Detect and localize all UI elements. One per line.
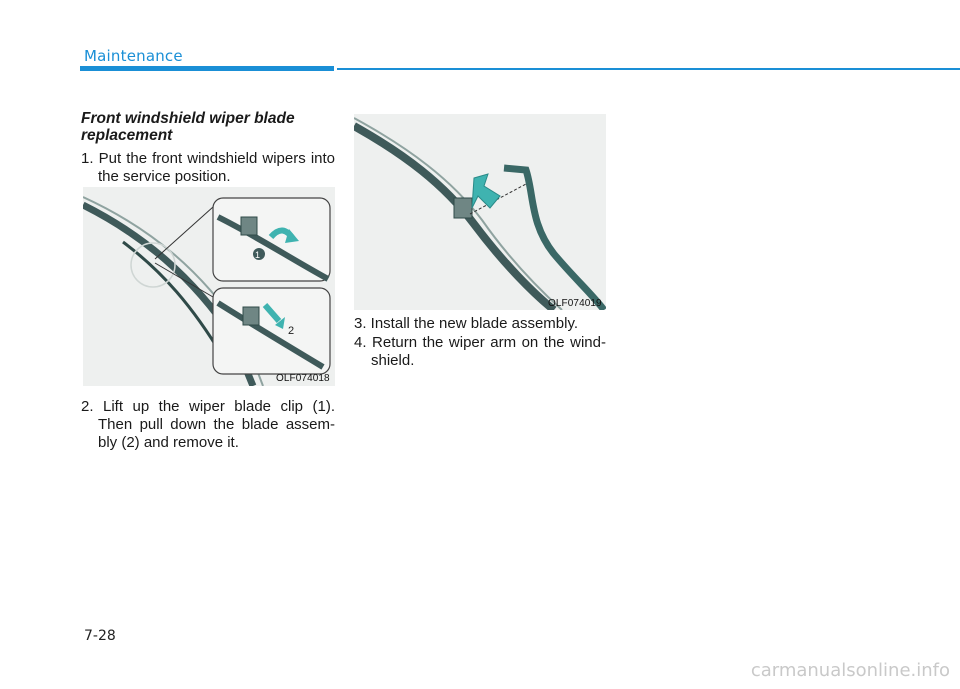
step-3: 3. Install the new blade assembly. bbox=[354, 315, 579, 332]
callout-2: 2 bbox=[288, 325, 294, 337]
blade-install-drawing bbox=[354, 117, 606, 310]
callout-1: 1 bbox=[255, 250, 260, 260]
wiper-clip-drawing: 1 2 bbox=[83, 196, 331, 386]
wiper-clip-illustration: 1 2 OLF074018 bbox=[83, 187, 335, 386]
step-4: 4. Return the wiper arm on the wind- shi… bbox=[354, 334, 606, 369]
step-1: 1. Put the front windshield wipers into … bbox=[81, 150, 335, 185]
step-2: 2. Lift up the wiper blade clip (1). The… bbox=[81, 398, 335, 451]
figure-code-right: OLF074019 bbox=[548, 298, 602, 309]
section-header-label: Maintenance bbox=[84, 47, 183, 65]
page-number: 7-28 bbox=[84, 628, 116, 644]
section-title: Front windshield wiper blade replacement bbox=[81, 110, 295, 144]
figure-code-left: OLF074018 bbox=[276, 373, 330, 384]
site-watermark: carmanualsonline.info bbox=[750, 660, 950, 681]
header-rule-thin bbox=[337, 68, 960, 70]
blade-install-illustration: OLF074019 bbox=[354, 114, 606, 310]
header-rule-thick bbox=[80, 66, 334, 71]
